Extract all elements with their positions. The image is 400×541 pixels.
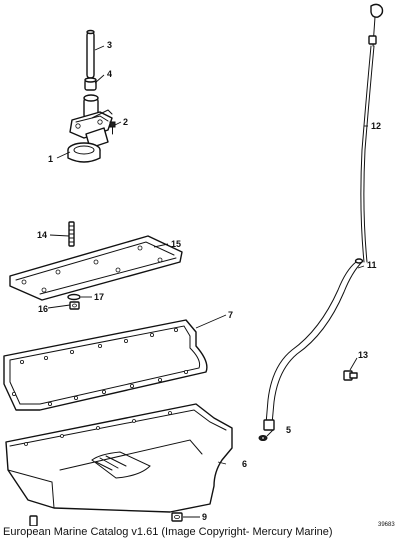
- callout-15: 15: [171, 239, 181, 249]
- callout-11: 11: [367, 260, 377, 270]
- callout-9: 9: [202, 512, 207, 522]
- part-17-washer: [67, 293, 81, 301]
- callout-1: 1: [48, 154, 53, 164]
- part-6-oil-pan: [5, 403, 233, 513]
- part-2-bolt: [109, 121, 116, 135]
- part-11-dipstick-tube: [263, 258, 364, 431]
- leader-lines: [47, 45, 368, 518]
- part-15-windage-tray: [9, 235, 183, 301]
- callout-16: 16: [38, 304, 48, 314]
- part-4-sleeve: [84, 77, 97, 91]
- part-1-oil-pump: [67, 94, 113, 163]
- callout-12: 12: [371, 121, 381, 131]
- part-7-oil-pan-gasket: [3, 319, 208, 411]
- callout-labels: 3 4 2 1 12 11 13 5 14 15 16 17 7 6 9 396…: [37, 40, 395, 528]
- callout-17: 17: [94, 292, 104, 302]
- callout-13: 13: [358, 350, 368, 360]
- part-9-drain-plug: [171, 512, 183, 522]
- part-12-dipstick: [360, 3, 384, 263]
- part-3-pickup-tube: [86, 29, 95, 79]
- callout-4: 4: [107, 69, 112, 79]
- image-caption: European Marine Catalog v1.61 (Image Cop…: [3, 526, 333, 538]
- drawing-number: 39683: [378, 522, 395, 528]
- callout-2: 2: [123, 117, 128, 127]
- part-14-stud: [68, 221, 75, 247]
- callout-6: 6: [242, 459, 247, 469]
- callout-14: 14: [37, 230, 47, 240]
- callout-3: 3: [107, 40, 112, 50]
- callout-7: 7: [228, 310, 233, 320]
- part-5-washer: [258, 435, 268, 441]
- partial-part-fitting: [29, 515, 38, 527]
- part-13-plug: [343, 370, 358, 381]
- part-16-nut: [69, 301, 80, 310]
- callout-5: 5: [286, 425, 291, 435]
